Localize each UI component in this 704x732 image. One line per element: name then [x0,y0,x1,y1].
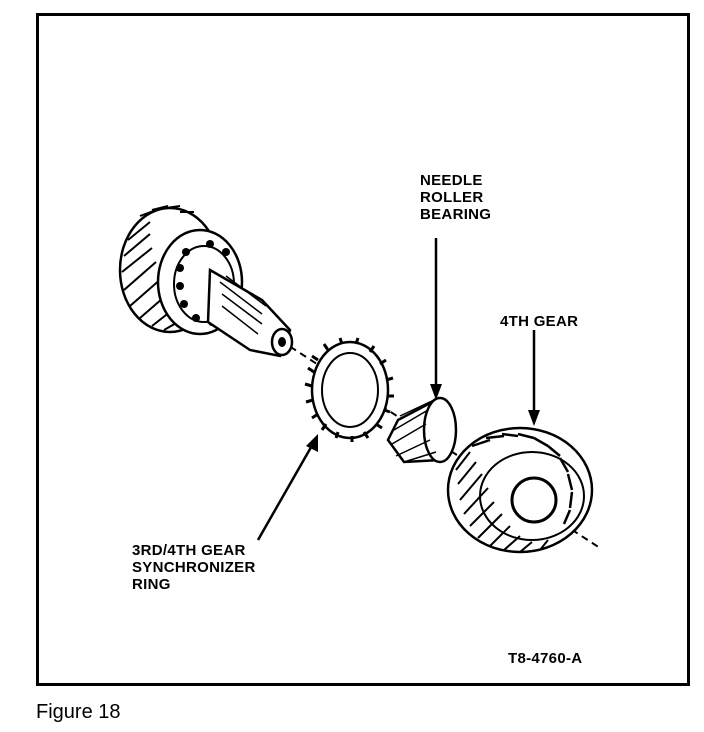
fourth-gear [446,426,594,554]
input-shaft-gear [118,205,294,358]
needle-roller-bearing [386,396,458,464]
fourth-gear-label: 4TH GEAR [500,313,579,330]
synchronizer-ring-label: 3RD/4TH GEAR SYNCHRONIZER RING [132,542,256,593]
part-number-label: T8-4760-A [508,650,583,667]
figure-caption: Figure 18 [36,701,121,723]
needle-bearing-arrow [430,238,442,400]
fourth-gear-arrow [528,330,540,426]
figure-frame [36,13,690,686]
synchronizer-ring [304,337,394,442]
splined-shaft [206,267,294,358]
synchronizer-arrow [256,434,318,541]
needle-bearing-label: NEEDLE ROLLER BEARING [420,172,492,223]
